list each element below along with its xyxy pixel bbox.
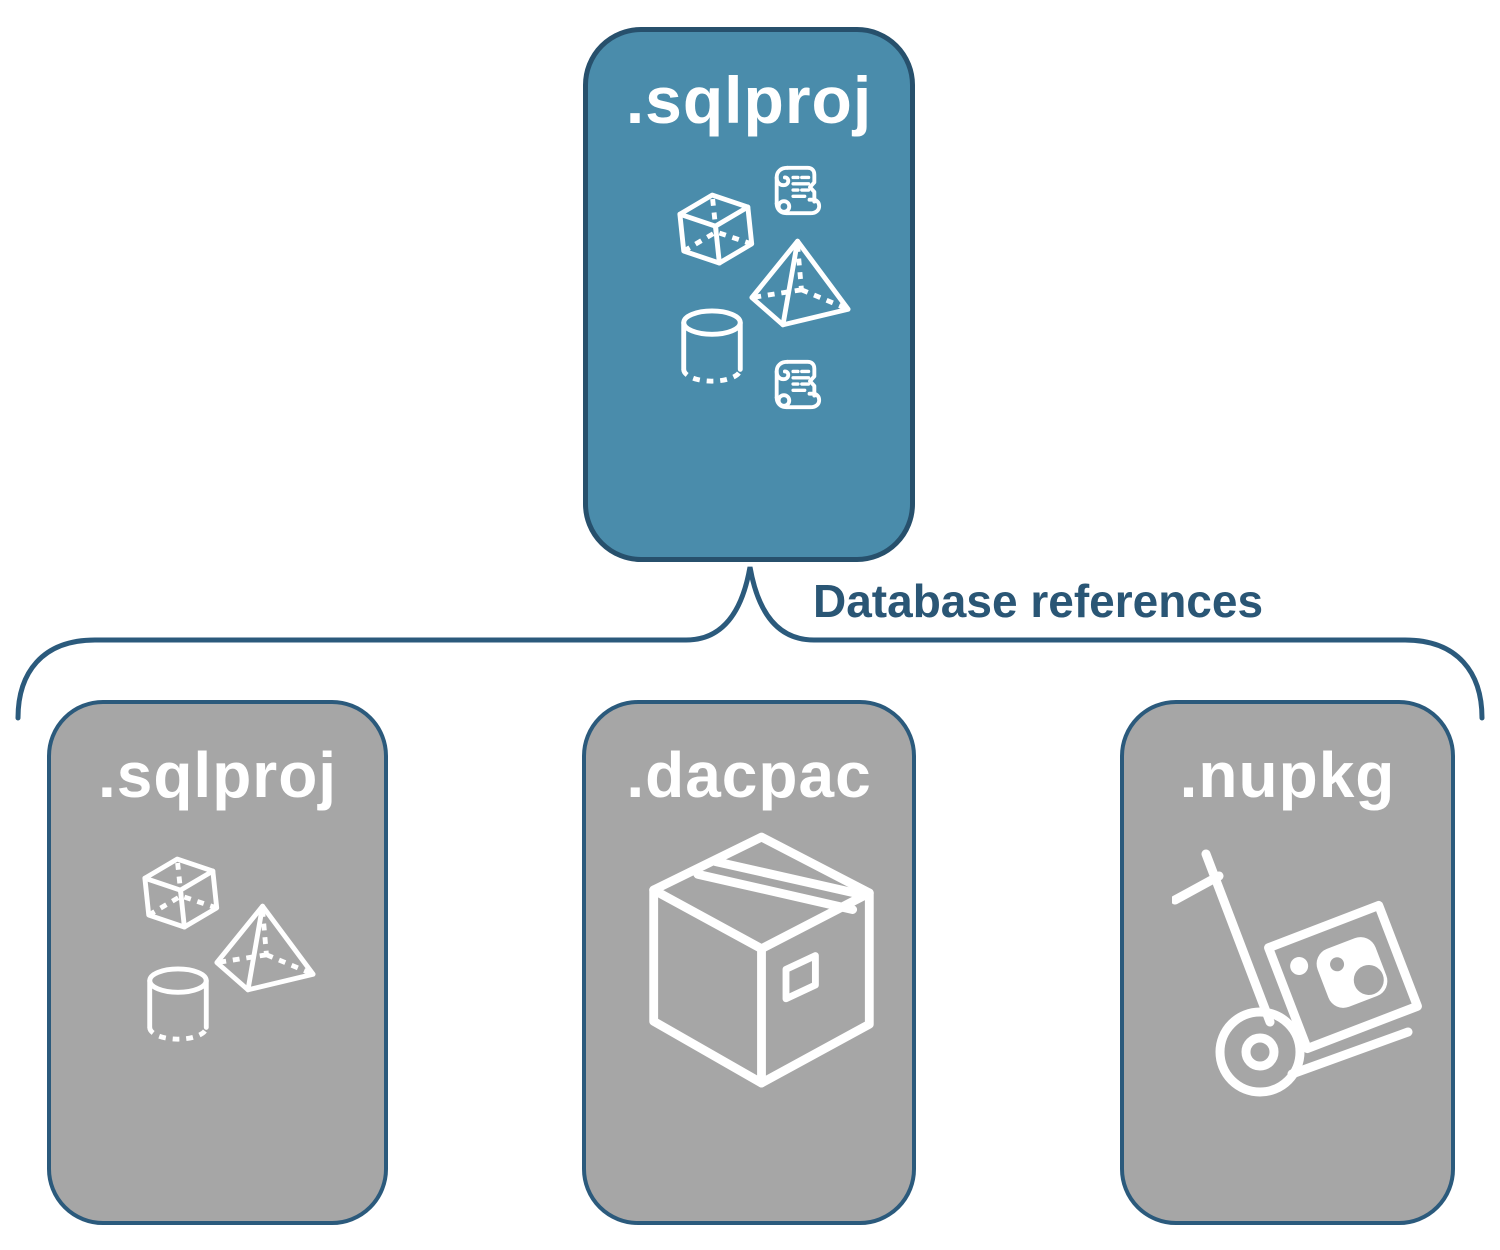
cylinder-icon [681, 308, 743, 384]
child-node-sqlproj: .sqlproj [47, 700, 388, 1225]
child-node-label: .sqlproj [97, 739, 338, 811]
pyramid-icon [214, 903, 316, 993]
curly-brace-connector [15, 566, 1485, 721]
cylinder-icon [147, 966, 209, 1042]
connector-label: Database references [813, 575, 1264, 627]
package-box-icon [649, 832, 874, 1088]
scroll-icon [774, 165, 822, 216]
child-node-label: .nupkg [1179, 739, 1396, 811]
child-node-dacpac: .dacpac [582, 700, 916, 1225]
nuget-hand-truck-icon [1172, 849, 1422, 1097]
cube-icon [677, 192, 755, 266]
scroll-icon [774, 359, 822, 410]
root-node-sqlproj: .sqlproj [583, 27, 915, 562]
cube-icon [142, 856, 220, 930]
pyramid-icon [749, 238, 851, 328]
child-node-label: .dacpac [626, 739, 872, 811]
child-node-nupkg: .nupkg [1120, 700, 1455, 1225]
root-node-label: .sqlproj [625, 63, 873, 137]
